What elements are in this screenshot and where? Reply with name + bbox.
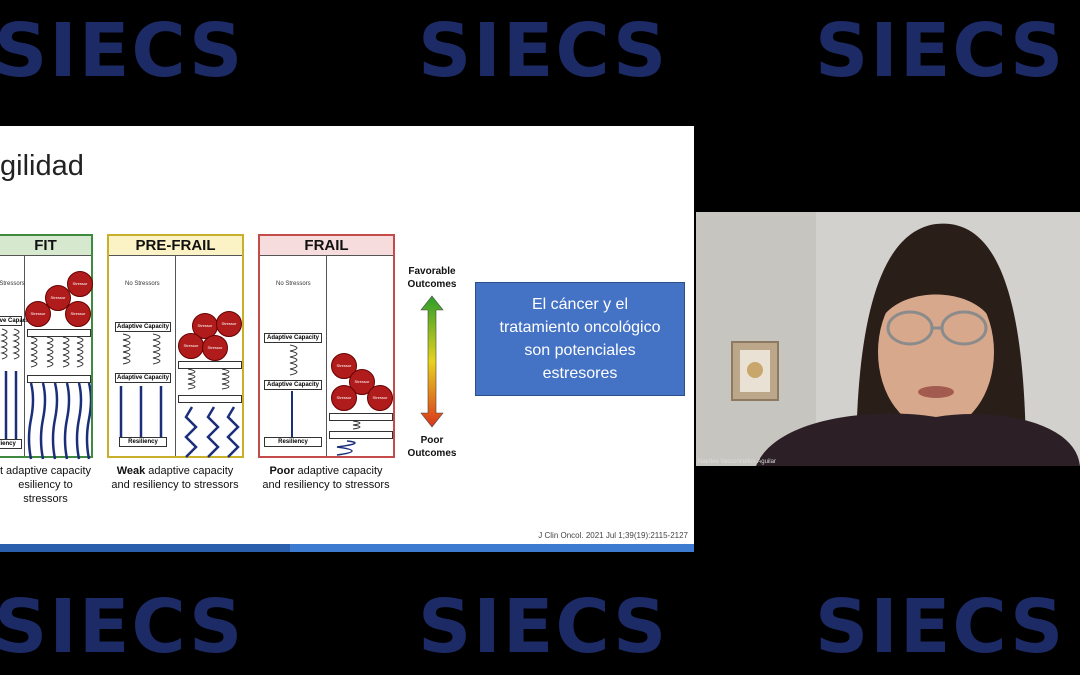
adaptive-capacity-label: Adaptive Capacity bbox=[264, 380, 322, 390]
plate-icon bbox=[27, 329, 91, 337]
pre-frail-panel: PRE-FRAIL No Stressors Adaptive Capacity… bbox=[107, 234, 244, 458]
springs-and-arrows-icon bbox=[289, 344, 298, 437]
panel-header: PRE-FRAIL bbox=[109, 236, 242, 256]
outcome-gradient-arrow-icon bbox=[420, 295, 444, 428]
stressor-icon: Stressor bbox=[178, 333, 204, 359]
siecs-watermark-logo: SIECS bbox=[418, 8, 669, 94]
callout-box: El cáncer y el tratamiento oncológico so… bbox=[475, 282, 685, 396]
plate-icon bbox=[27, 375, 91, 383]
siecs-watermark-logo: SIECS bbox=[418, 584, 669, 670]
adaptive-capacity-label: Adaptive Capacity bbox=[264, 333, 322, 343]
fit-panel: FIT No Stressors Adaptive Capacity Resil… bbox=[0, 234, 93, 460]
callout-line: estresores bbox=[542, 365, 618, 382]
callout-line: El cáncer y el bbox=[531, 296, 629, 313]
caption-line: adaptive capacity bbox=[145, 465, 234, 477]
callout-line: son potenciales bbox=[524, 342, 636, 359]
citation: J Clin Oncol. 2021 Jul 1;39(19):2115-212… bbox=[538, 531, 688, 540]
shared-slide: gilidad FIT No Stressors Adaptive Capaci… bbox=[0, 126, 694, 552]
panel-column-stressed: Stressor Stressor Stressor Stressor bbox=[327, 255, 393, 456]
panel-caption: Weak adaptive capacity and resiliency to… bbox=[100, 464, 250, 492]
plate-icon bbox=[329, 431, 393, 439]
caption-emphasis: Weak bbox=[116, 465, 146, 477]
no-stressors-label: No Stressors bbox=[0, 281, 25, 287]
adaptive-capacity-label: Adaptive Capacity bbox=[115, 322, 171, 332]
panel-column-baseline: No Stressors Adaptive Capacity Adaptive … bbox=[260, 255, 327, 456]
caption-line: and resiliency to stressors bbox=[111, 479, 239, 491]
panel-caption: t adaptive capacity esiliency to stresso… bbox=[0, 464, 93, 506]
adaptive-capacity-label: Adaptive Capacity bbox=[0, 316, 33, 326]
panel-column-stressed: Stressor Stressor Stressor Stressor bbox=[25, 255, 93, 460]
caption-line: adaptive capacity bbox=[294, 465, 383, 477]
springs-and-arrows-icon bbox=[336, 420, 361, 456]
panel-column-stressed: Stressor Stressor Stressor Stressor bbox=[176, 255, 242, 458]
caption-line: and resiliency to stressors bbox=[262, 479, 390, 491]
springs-and-arrows-icon bbox=[119, 333, 163, 437]
adaptive-capacity-label: Adaptive Capacity bbox=[115, 373, 171, 383]
panel-header: FIT bbox=[0, 236, 91, 256]
no-stressors-label: No Stressors bbox=[125, 281, 160, 287]
plate-icon bbox=[178, 361, 242, 369]
callout-line: tratamiento oncológico bbox=[499, 319, 661, 336]
resiliency-label: Resiliency bbox=[0, 439, 22, 449]
siecs-watermark-logo: SIECS bbox=[0, 8, 245, 94]
stressor-icon: Stressor bbox=[367, 385, 393, 411]
plate-icon bbox=[178, 395, 242, 403]
participant-video-tile[interactable]: Naydee Vasconcellos-Aguilar bbox=[696, 212, 1080, 466]
stressor-icon: Stressor bbox=[25, 301, 51, 327]
springs-and-arrows-icon bbox=[184, 368, 240, 458]
stressor-icon: Stressor bbox=[202, 335, 228, 361]
siecs-watermark-logo: SIECS bbox=[815, 8, 1066, 94]
panel-column-baseline: No Stressors Adaptive Capacity Adaptive … bbox=[109, 255, 176, 456]
no-stressors-label: No Stressors bbox=[276, 281, 311, 287]
panel-column-baseline: No Stressors Adaptive Capacity Resilienc… bbox=[0, 255, 33, 456]
stressor-icon: Stressor bbox=[331, 385, 357, 411]
resiliency-label: Resiliency bbox=[264, 437, 322, 447]
caption-line: esiliency to stressors bbox=[18, 479, 73, 505]
siecs-watermark-logo: SIECS bbox=[815, 584, 1066, 670]
panel-header: FRAIL bbox=[260, 236, 393, 256]
participant-video-icon bbox=[696, 212, 1080, 466]
panel-caption: Poor adaptive capacity and resiliency to… bbox=[251, 464, 401, 492]
participant-name: Naydee Vasconcellos-Aguilar bbox=[698, 459, 776, 465]
slide-title: gilidad bbox=[0, 150, 84, 182]
springs-and-arrows-icon bbox=[0, 328, 20, 439]
caption-emphasis: Poor bbox=[269, 465, 295, 477]
resiliency-label: Resiliency bbox=[119, 437, 167, 447]
frail-panel: FRAIL No Stressors Adaptive Capacity Ada… bbox=[258, 234, 395, 458]
stressor-icon: Stressor bbox=[65, 301, 91, 327]
stressor-icon: Stressor bbox=[67, 271, 93, 297]
caption-line: t adaptive capacity bbox=[0, 465, 92, 477]
plate-icon bbox=[329, 413, 393, 421]
springs-and-arrows-icon bbox=[27, 336, 91, 460]
slide-bottom-bar bbox=[0, 544, 694, 552]
stressor-icon: Stressor bbox=[216, 311, 242, 337]
siecs-watermark-logo: SIECS bbox=[0, 584, 245, 670]
